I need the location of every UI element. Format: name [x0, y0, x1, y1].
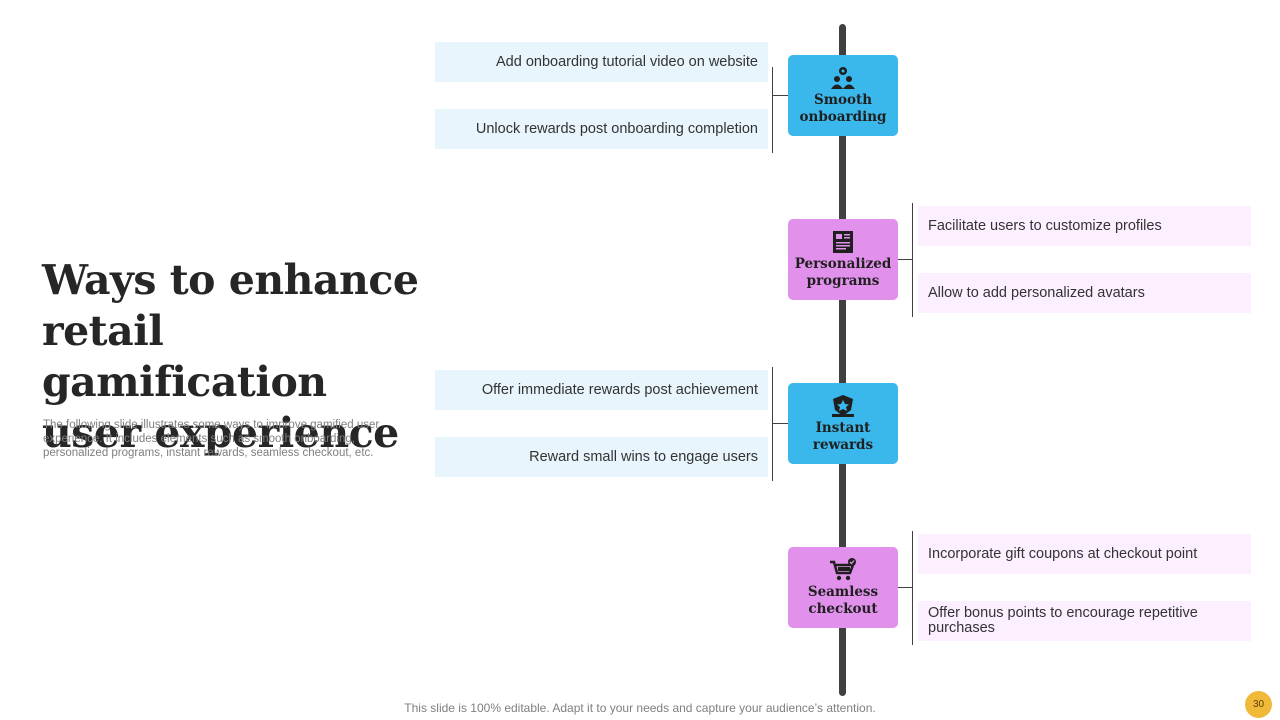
step-node-instant-rewards: Instant rewards	[788, 383, 898, 464]
page-number-badge: 30	[1245, 691, 1272, 718]
document-icon	[833, 230, 853, 253]
step-item: Unlock rewards post onboarding completio…	[435, 109, 768, 149]
step-label: Instant rewards	[812, 419, 874, 453]
step-item: Facilitate users to customize profiles	[918, 206, 1251, 246]
step-item: Add onboarding tutorial video on website	[435, 42, 768, 82]
badge-icon	[832, 394, 854, 417]
step-item: Reward small wins to engage users	[435, 437, 768, 477]
footer-note: This slide is 100% editable. Adapt it to…	[404, 701, 876, 715]
step-item: Allow to add personalized avatars	[918, 273, 1251, 313]
bracket-line	[772, 67, 773, 153]
connector-line	[772, 95, 788, 96]
step-item: Offer immediate rewards post achievement	[435, 370, 768, 410]
cart-check-icon	[830, 557, 856, 580]
bracket-line	[912, 531, 913, 645]
connector-line	[772, 423, 788, 424]
step-item: Offer bonus points to encourage repetiti…	[918, 601, 1251, 641]
connector-line	[898, 259, 912, 260]
timeline-axis	[839, 24, 846, 696]
step-item: Incorporate gift coupons at checkout poi…	[918, 534, 1251, 574]
team-gear-icon	[831, 66, 855, 89]
connector-line	[898, 587, 912, 588]
bracket-line	[772, 367, 773, 481]
step-node-smooth-onboarding: Smooth onboarding	[788, 55, 898, 136]
page-subtitle: The following slide illustrates some way…	[43, 419, 380, 459]
step-label: Seamless checkout	[807, 583, 879, 617]
bracket-line	[912, 203, 913, 317]
step-label: Smooth onboarding	[799, 91, 887, 125]
step-label: Personalized programs	[794, 255, 892, 289]
step-node-personalized-programs: Personalized programs	[788, 219, 898, 300]
page-title: Ways to enhance retail gamification user…	[42, 256, 419, 457]
step-node-seamless-checkout: Seamless checkout	[788, 547, 898, 628]
